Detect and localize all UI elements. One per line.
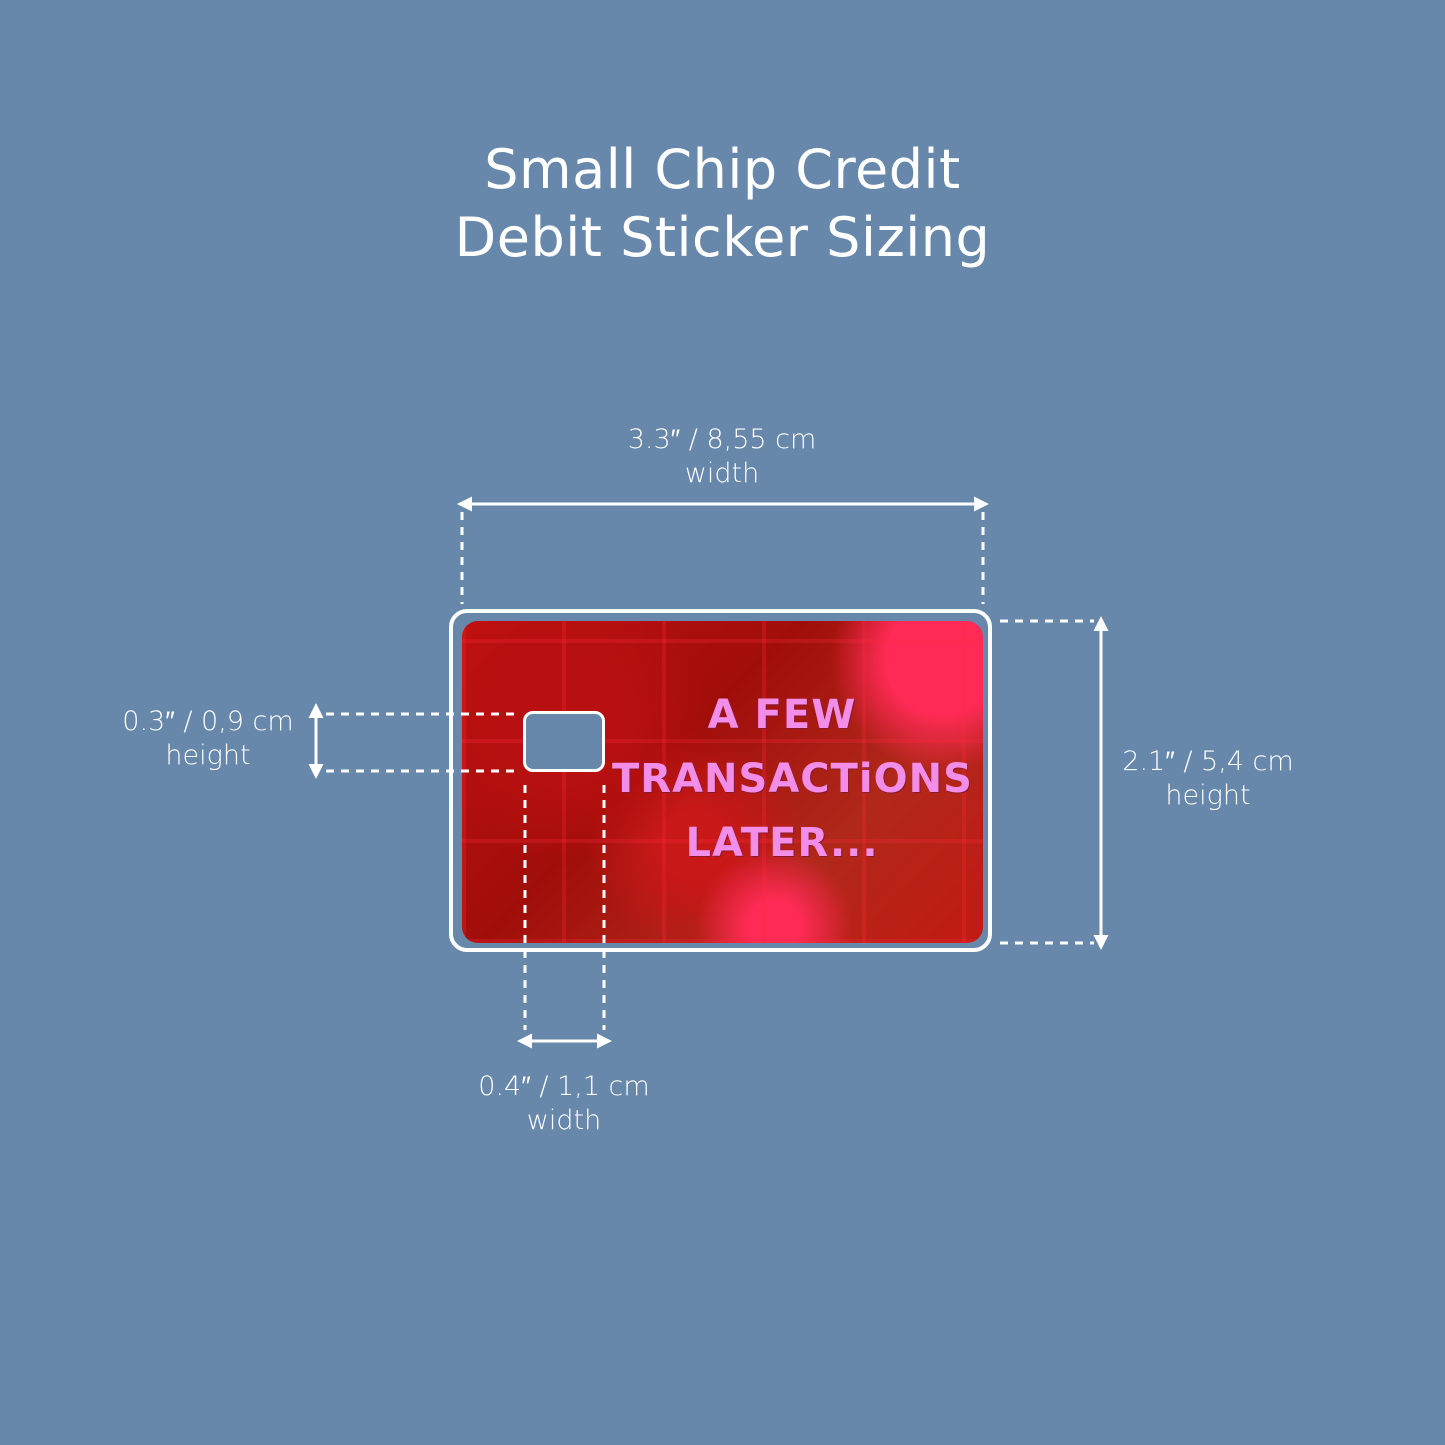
chip-width-caption: width bbox=[526, 1105, 602, 1136]
chip-height-label: 0.3″ / 0,9 cm height bbox=[108, 705, 308, 773]
card-caption-line-1: A FEW bbox=[707, 692, 857, 738]
card-width-value: 3.3″ / 8,55 cm bbox=[627, 424, 817, 455]
card-caption-line-2: TRANSACTiONS bbox=[612, 756, 973, 802]
sticker-card-artwork: A FEW TRANSACTiONS LATER... bbox=[462, 621, 983, 943]
chip-width-value: 0.4″ / 1,1 cm bbox=[478, 1071, 650, 1102]
page-title: Small Chip Credit Debit Sticker Sizing bbox=[0, 136, 1445, 272]
title-line-2: Debit Sticker Sizing bbox=[454, 206, 991, 269]
card-caption-line-3: LATER... bbox=[685, 820, 879, 866]
chip-cutout bbox=[523, 711, 605, 772]
tile-pattern bbox=[462, 621, 983, 943]
card-outline bbox=[449, 609, 992, 952]
card-caption: A FEW TRANSACTiONS LATER... bbox=[612, 683, 973, 875]
card-height-label: 2.1″ / 5,4 cm height bbox=[1108, 745, 1308, 813]
chip-height-caption: height bbox=[165, 740, 251, 771]
card-height-caption: height bbox=[1165, 780, 1251, 811]
title-line-1: Small Chip Credit bbox=[484, 138, 961, 201]
card-height-value: 2.1″ / 5,4 cm bbox=[1122, 746, 1294, 777]
chip-height-value: 0.3″ / 0,9 cm bbox=[122, 706, 294, 737]
card-width-label: 3.3″ / 8,55 cm width bbox=[572, 423, 872, 491]
card-width-caption: width bbox=[684, 458, 760, 489]
chip-width-label: 0.4″ / 1,1 cm width bbox=[464, 1070, 664, 1138]
